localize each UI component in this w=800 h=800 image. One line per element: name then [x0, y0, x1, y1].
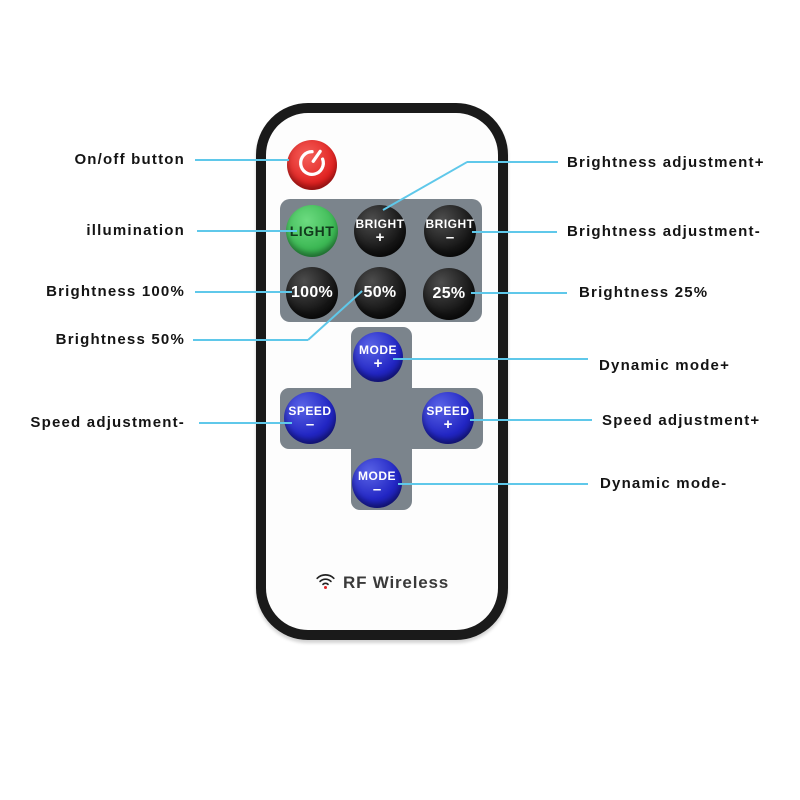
brightness-25-button[interactable]: 25% [423, 268, 475, 320]
power-button[interactable] [287, 140, 337, 190]
speed-minus-label: SPEED [288, 404, 332, 418]
bright-minus-button[interactable]: BRIGHT – [424, 205, 476, 257]
brand-text: RF Wireless [343, 573, 449, 592]
bright-minus-label: BRIGHT [425, 217, 475, 231]
bright-minus-sign: – [445, 229, 455, 246]
speed-plus-label: SPEED [426, 404, 470, 418]
brightness-25-label: 25% [432, 285, 466, 302]
callout-label-brightness-50: Brightness 50% [55, 331, 185, 348]
callout-line-brightness-adj-plus [467, 161, 558, 163]
bright-plus-button[interactable]: BRIGHT + [354, 205, 406, 257]
callout-label-on-off: On/off button [74, 151, 185, 168]
speed-plus-sign: + [443, 416, 453, 433]
speed-minus-button[interactable]: SPEED – [284, 392, 336, 444]
mode-plus-button[interactable]: MODE + [353, 332, 403, 382]
remote-body [256, 103, 508, 640]
callout-label-illumination: illumination [86, 222, 185, 239]
brightness-100-label: 100% [290, 284, 334, 301]
callout-line-illumination [197, 230, 297, 232]
mode-plus-label: MODE [359, 343, 397, 357]
light-button-label: LIGHT [289, 223, 335, 239]
callout-line-on-off [195, 159, 289, 161]
mode-minus-button[interactable]: MODE – [352, 458, 402, 508]
callout-line-brightness-100 [195, 291, 292, 293]
callout-line-brightness-25 [471, 292, 567, 294]
callout-line-speed-plus [470, 419, 592, 421]
callout-line-speed-minus [199, 422, 292, 424]
callout-label-dynamic-mode-minus: Dynamic mode- [600, 475, 728, 492]
brightness-100-button[interactable]: 100% [286, 267, 338, 319]
callout-label-speed-minus: Speed adjustment- [30, 414, 185, 431]
callout-line-dynamic-mode-minus [398, 483, 588, 485]
brand-row: RF Wireless [256, 570, 508, 596]
callout-label-brightness-100: Brightness 100% [46, 283, 185, 300]
callout-line-brightness-50 [193, 339, 308, 341]
callout-label-brightness-adj-minus: Brightness adjustment- [567, 223, 761, 240]
mode-plus-sign: + [373, 355, 383, 372]
mode-minus-label: MODE [358, 469, 396, 483]
bright-plus-sign: + [375, 229, 385, 246]
callout-label-speed-plus: Speed adjustment+ [602, 412, 761, 429]
mode-minus-sign: – [372, 481, 382, 498]
speed-plus-button[interactable]: SPEED + [422, 392, 474, 444]
power-icon [295, 146, 329, 185]
brightness-50-label: 50% [363, 284, 397, 301]
rf-wireless-icon [315, 570, 336, 596]
brightness-50-button[interactable]: 50% [354, 267, 406, 319]
callout-line-dynamic-mode-plus [393, 358, 588, 360]
bright-plus-label: BRIGHT [355, 217, 405, 231]
callout-label-brightness-adj-plus: Brightness adjustment+ [567, 154, 765, 171]
callout-line-brightness-adj-minus [472, 231, 557, 233]
speed-minus-sign: – [305, 416, 315, 433]
callout-label-brightness-25: Brightness 25% [579, 284, 709, 301]
callout-label-dynamic-mode-plus: Dynamic mode+ [599, 357, 731, 374]
